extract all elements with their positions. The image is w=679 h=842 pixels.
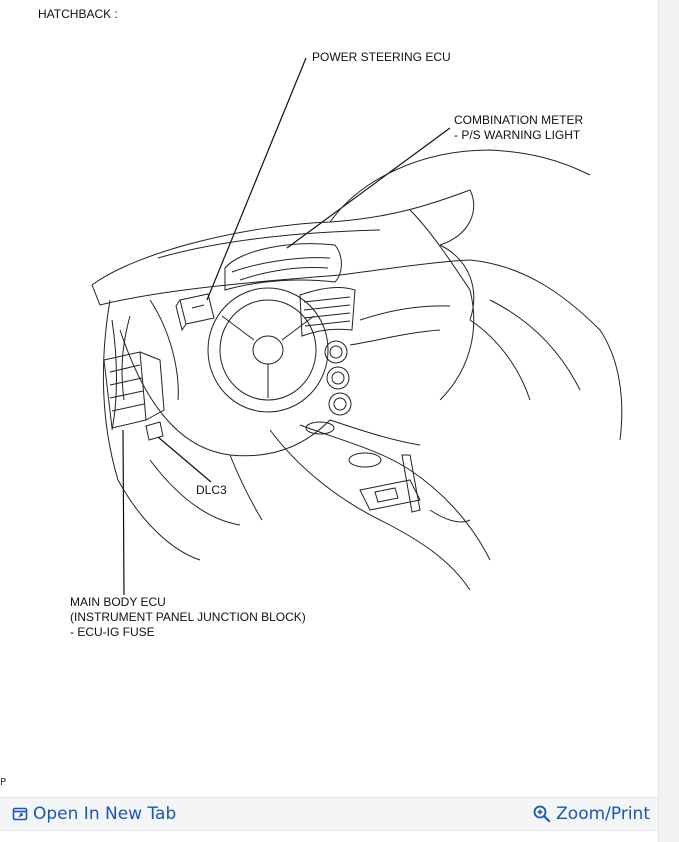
leader-combination-meter bbox=[286, 127, 451, 249]
callout-main-body-ecu: MAIN BODY ECU bbox=[70, 595, 166, 609]
callout-power-steering-ecu: POWER STEERING ECU bbox=[312, 50, 451, 64]
callout-combination-meter: COMBINATION METER bbox=[454, 113, 583, 127]
callout-instrument-panel-jb: (INSTRUMENT PANEL JUNCTION BLOCK) bbox=[70, 610, 306, 624]
callout-dlc3: DLC3 bbox=[196, 483, 227, 497]
zoom-in-icon bbox=[533, 805, 551, 823]
callout-ecu-ig-fuse: - ECU-IG FUSE bbox=[70, 625, 155, 639]
open-new-tab-icon bbox=[12, 806, 28, 822]
variant-label: HATCHBACK : bbox=[38, 7, 118, 21]
dashboard-line-art bbox=[91, 149, 623, 591]
diagram-page: HATCHBACK : POWER STEERING ECU COMBINATI… bbox=[0, 0, 659, 842]
leader-power-steering-ecu bbox=[206, 57, 307, 301]
zoom-print-button[interactable]: Zoom/Print bbox=[533, 803, 650, 825]
dashboard-diagram: HATCHBACK : POWER STEERING ECU COMBINATI… bbox=[38, 7, 623, 639]
scrollbar-gutter[interactable] bbox=[659, 0, 679, 842]
zoom-print-label: Zoom/Print bbox=[556, 804, 650, 824]
open-in-new-tab-label: Open In New Tab bbox=[33, 804, 177, 824]
leader-main-body-ecu bbox=[122, 429, 125, 596]
image-footer-bar: Open In New Tab Zoom/Print bbox=[0, 797, 658, 831]
callout-ps-warning-light: - P/S WARNING LIGHT bbox=[454, 128, 581, 142]
leader-dlc3 bbox=[157, 436, 212, 483]
stray-glyph: P bbox=[0, 777, 7, 788]
open-in-new-tab-button[interactable]: Open In New Tab bbox=[12, 803, 176, 825]
